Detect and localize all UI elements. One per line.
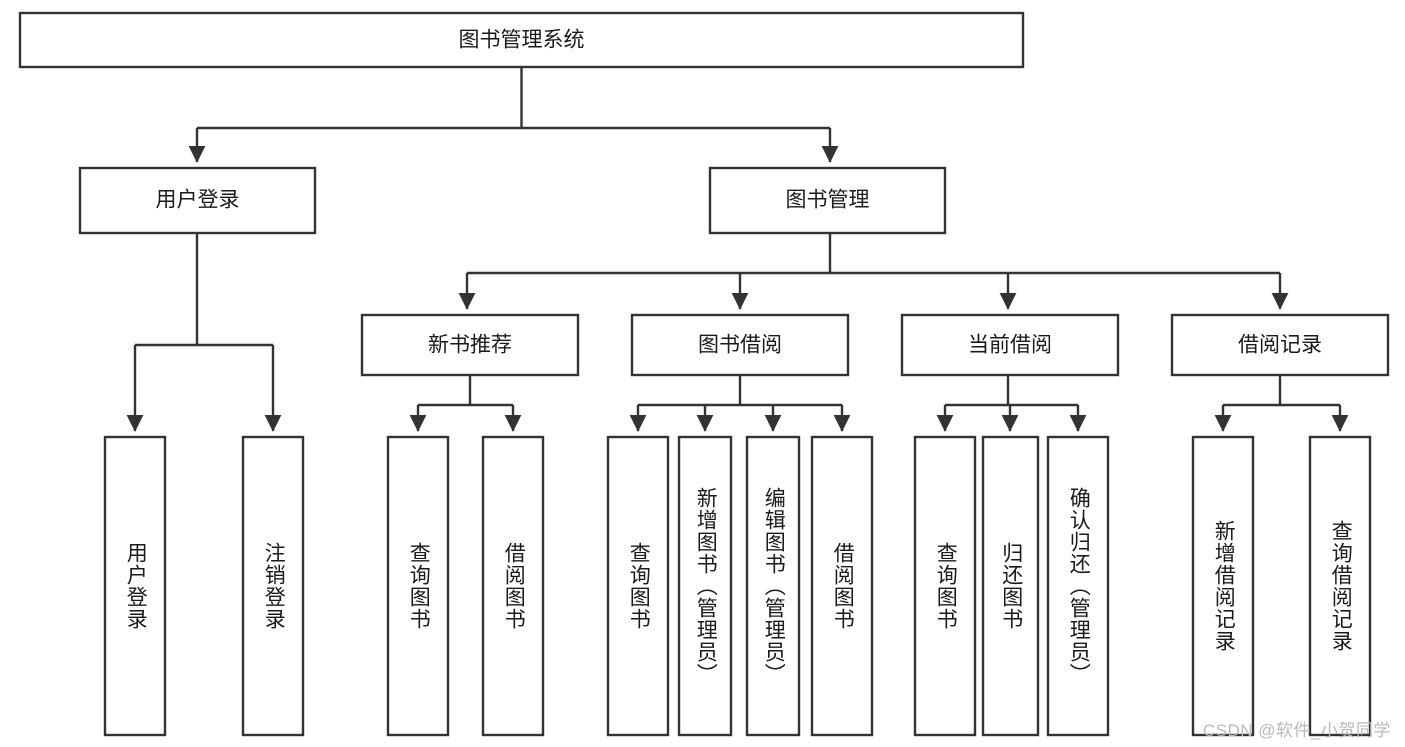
- connector-group-book-manage: [458, 233, 1289, 310]
- node-user-login-label: 用户登录: [156, 189, 240, 212]
- node-borrow-record[interactable]: 借阅记录: [1170, 313, 1390, 377]
- node-root-box[interactable]: [18, 11, 1025, 69]
- node-book-borrow-box[interactable]: [630, 313, 850, 377]
- leaf-add-book-admin-box[interactable]: [677, 435, 733, 737]
- node-book-manage-box[interactable]: [708, 166, 947, 235]
- node-new-book-recommend-label: 新书推荐: [428, 334, 512, 357]
- leaf-return-book-box[interactable]: [981, 435, 1040, 737]
- node-root-label: 图书管理系统: [459, 29, 585, 52]
- node-borrow-record-label: 借阅记录: [1238, 334, 1322, 357]
- leaf-query-book-3-box[interactable]: [913, 435, 977, 737]
- node-borrow-record-box[interactable]: [1170, 313, 1390, 377]
- node-book-borrow-label: 图书借阅: [698, 334, 782, 357]
- connector-group-new-book-recommend: [409, 375, 522, 432]
- leaf-user-login-box[interactable]: [103, 435, 167, 737]
- leaf-query-book-1-box[interactable]: [386, 435, 450, 737]
- node-root[interactable]: 图书管理系统: [18, 11, 1025, 69]
- connector-group-root: [188, 67, 839, 163]
- connector-group-borrow-record: [1214, 375, 1349, 432]
- node-user-login-box[interactable]: [78, 166, 317, 235]
- leaf-query-borrow-record-box[interactable]: [1308, 435, 1372, 737]
- leaf-borrow-book-2-box[interactable]: [810, 435, 874, 737]
- node-user-login[interactable]: 用户登录: [78, 166, 317, 235]
- node-book-borrow[interactable]: 图书借阅: [630, 313, 850, 377]
- node-book-manage[interactable]: 图书管理: [708, 166, 947, 235]
- leaf-boxes: [103, 435, 1372, 737]
- node-current-borrow-label: 当前借阅: [968, 334, 1052, 357]
- watermark: CSDN @软件_小贺同学: [1202, 721, 1391, 740]
- node-current-borrow-box[interactable]: [900, 313, 1120, 377]
- leaf-add-borrow-record-box[interactable]: [1191, 435, 1255, 737]
- node-new-book-recommend[interactable]: 新书推荐: [360, 313, 580, 377]
- connector-group-book-borrow: [629, 375, 851, 432]
- connector-group-current-borrow: [936, 375, 1087, 432]
- leaf-borrow-book-1-box[interactable]: [481, 435, 545, 737]
- node-current-borrow[interactable]: 当前借阅: [900, 313, 1120, 377]
- leaf-edit-book-admin-box[interactable]: [745, 435, 801, 737]
- leaf-logout-box[interactable]: [241, 435, 305, 737]
- connector-group-user-login: [126, 233, 282, 432]
- node-book-manage-label: 图书管理: [786, 189, 870, 212]
- leaf-confirm-return-admin-box[interactable]: [1046, 435, 1110, 737]
- node-new-book-recommend-box[interactable]: [360, 313, 580, 377]
- leaf-query-book-2-box[interactable]: [606, 435, 670, 737]
